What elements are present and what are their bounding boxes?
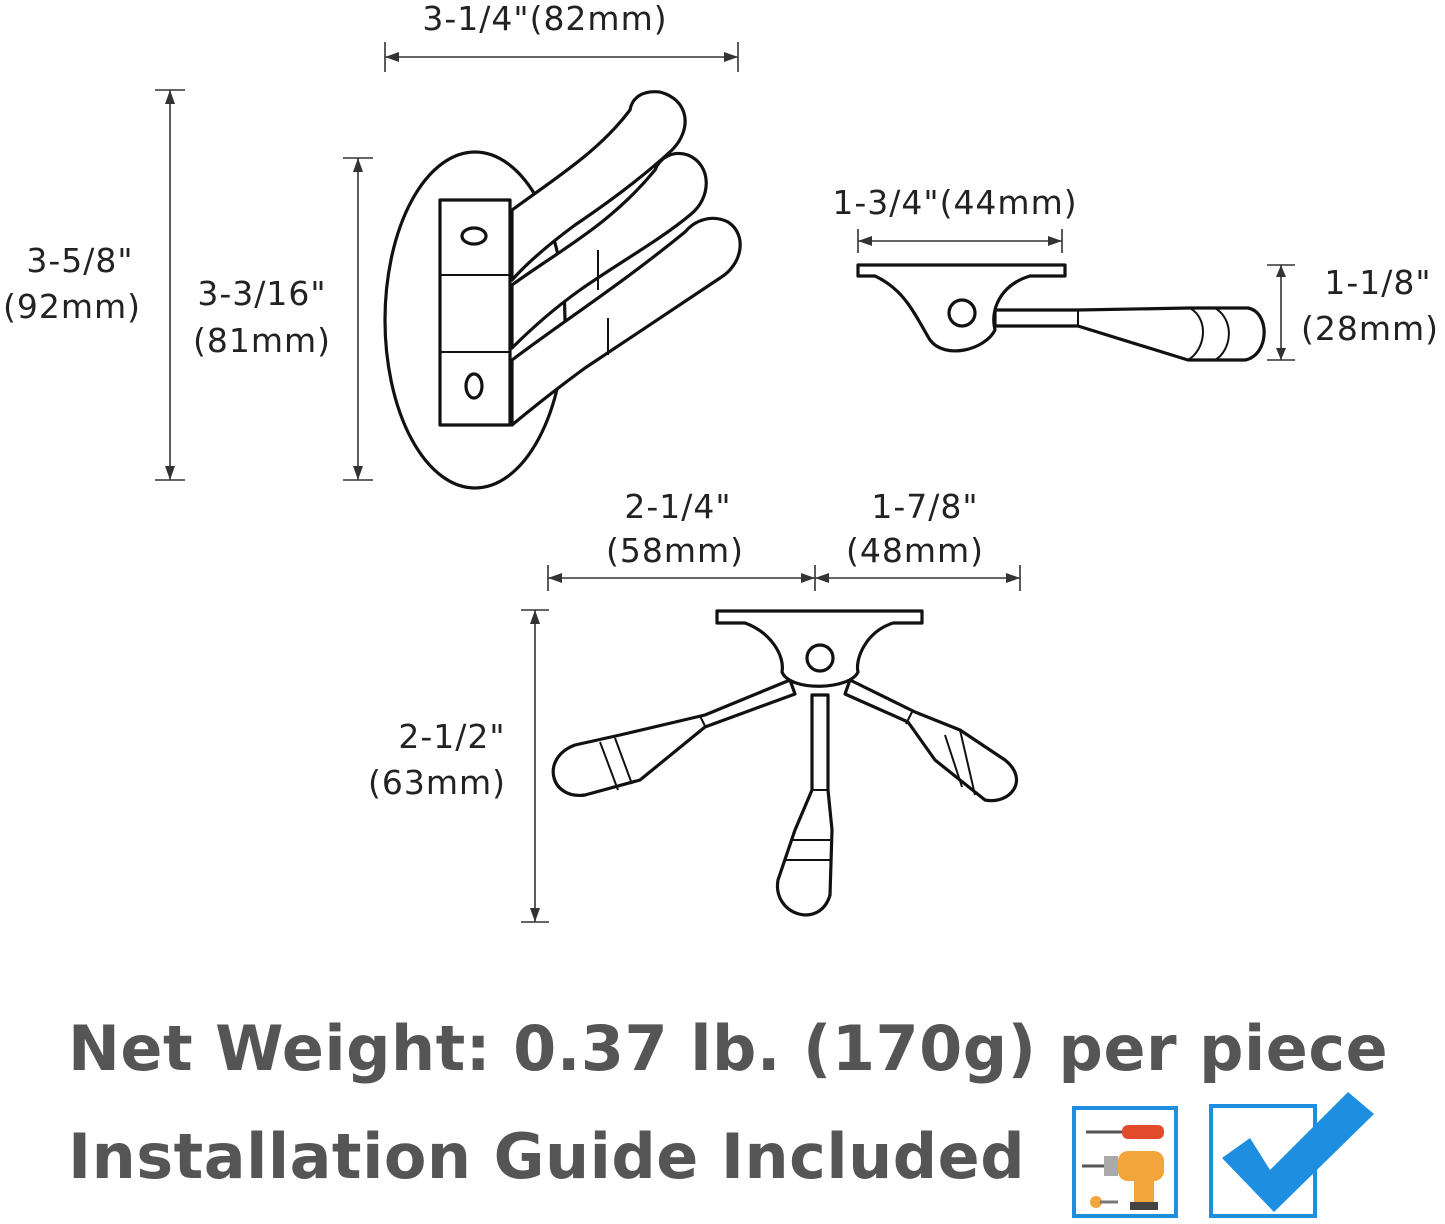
top-right-span-in: 1-7/8": [871, 487, 978, 526]
side-view: 1-3/4"(44mm) 1-1/8" (28mm): [832, 183, 1439, 362]
top-arm-middle: [775, 693, 834, 917]
side-base-width-label: 1-3/4"(44mm): [832, 183, 1077, 222]
installation-guide-text: Installation Guide Included: [68, 1120, 1026, 1193]
top-left-span-mm: (58mm): [606, 531, 744, 570]
tools-icon: [1072, 1106, 1178, 1218]
top-right-span-mm: (48mm): [846, 531, 984, 570]
top-view: 2-1/4" (58mm) 1-7/8" (48mm) 2-1/2" (63mm…: [368, 487, 1021, 923]
top-left-span-in: 2-1/4": [624, 487, 731, 526]
top-arm-left: [551, 678, 797, 797]
overall-height-in: 3-5/8": [26, 241, 133, 280]
front-view: 3-1/4"(82mm) 3-5/8" (92mm) 3-3/16" (81mm…: [3, 0, 742, 490]
top-depth-mm: (63mm): [368, 763, 506, 802]
hook-arm-bottom: [510, 216, 742, 427]
hook-arm-top: [510, 90, 687, 282]
side-height-mm: (28mm): [1301, 309, 1439, 348]
hook-arm-middle: [510, 151, 708, 350]
screw-hole-bottom: [464, 372, 484, 400]
net-weight-text: Net Weight: 0.37 lb. (170g) per piece: [68, 1012, 1389, 1085]
top-depth-in: 2-1/2": [398, 717, 505, 756]
top-pivot-hole: [805, 643, 835, 673]
plate-height-mm: (81mm): [193, 321, 331, 360]
side-arm: [993, 306, 1266, 362]
plate-height-in: 3-3/16": [197, 274, 326, 313]
checkmark-icon: [1209, 1092, 1374, 1218]
overall-height-mm: (92mm): [3, 287, 141, 326]
side-pivot-hole: [947, 298, 977, 328]
front-width-label: 3-1/4"(82mm): [422, 0, 667, 38]
top-arm-right: [843, 678, 1019, 803]
screw-hole-top: [460, 226, 488, 246]
side-height-in: 1-1/8": [1324, 263, 1431, 302]
